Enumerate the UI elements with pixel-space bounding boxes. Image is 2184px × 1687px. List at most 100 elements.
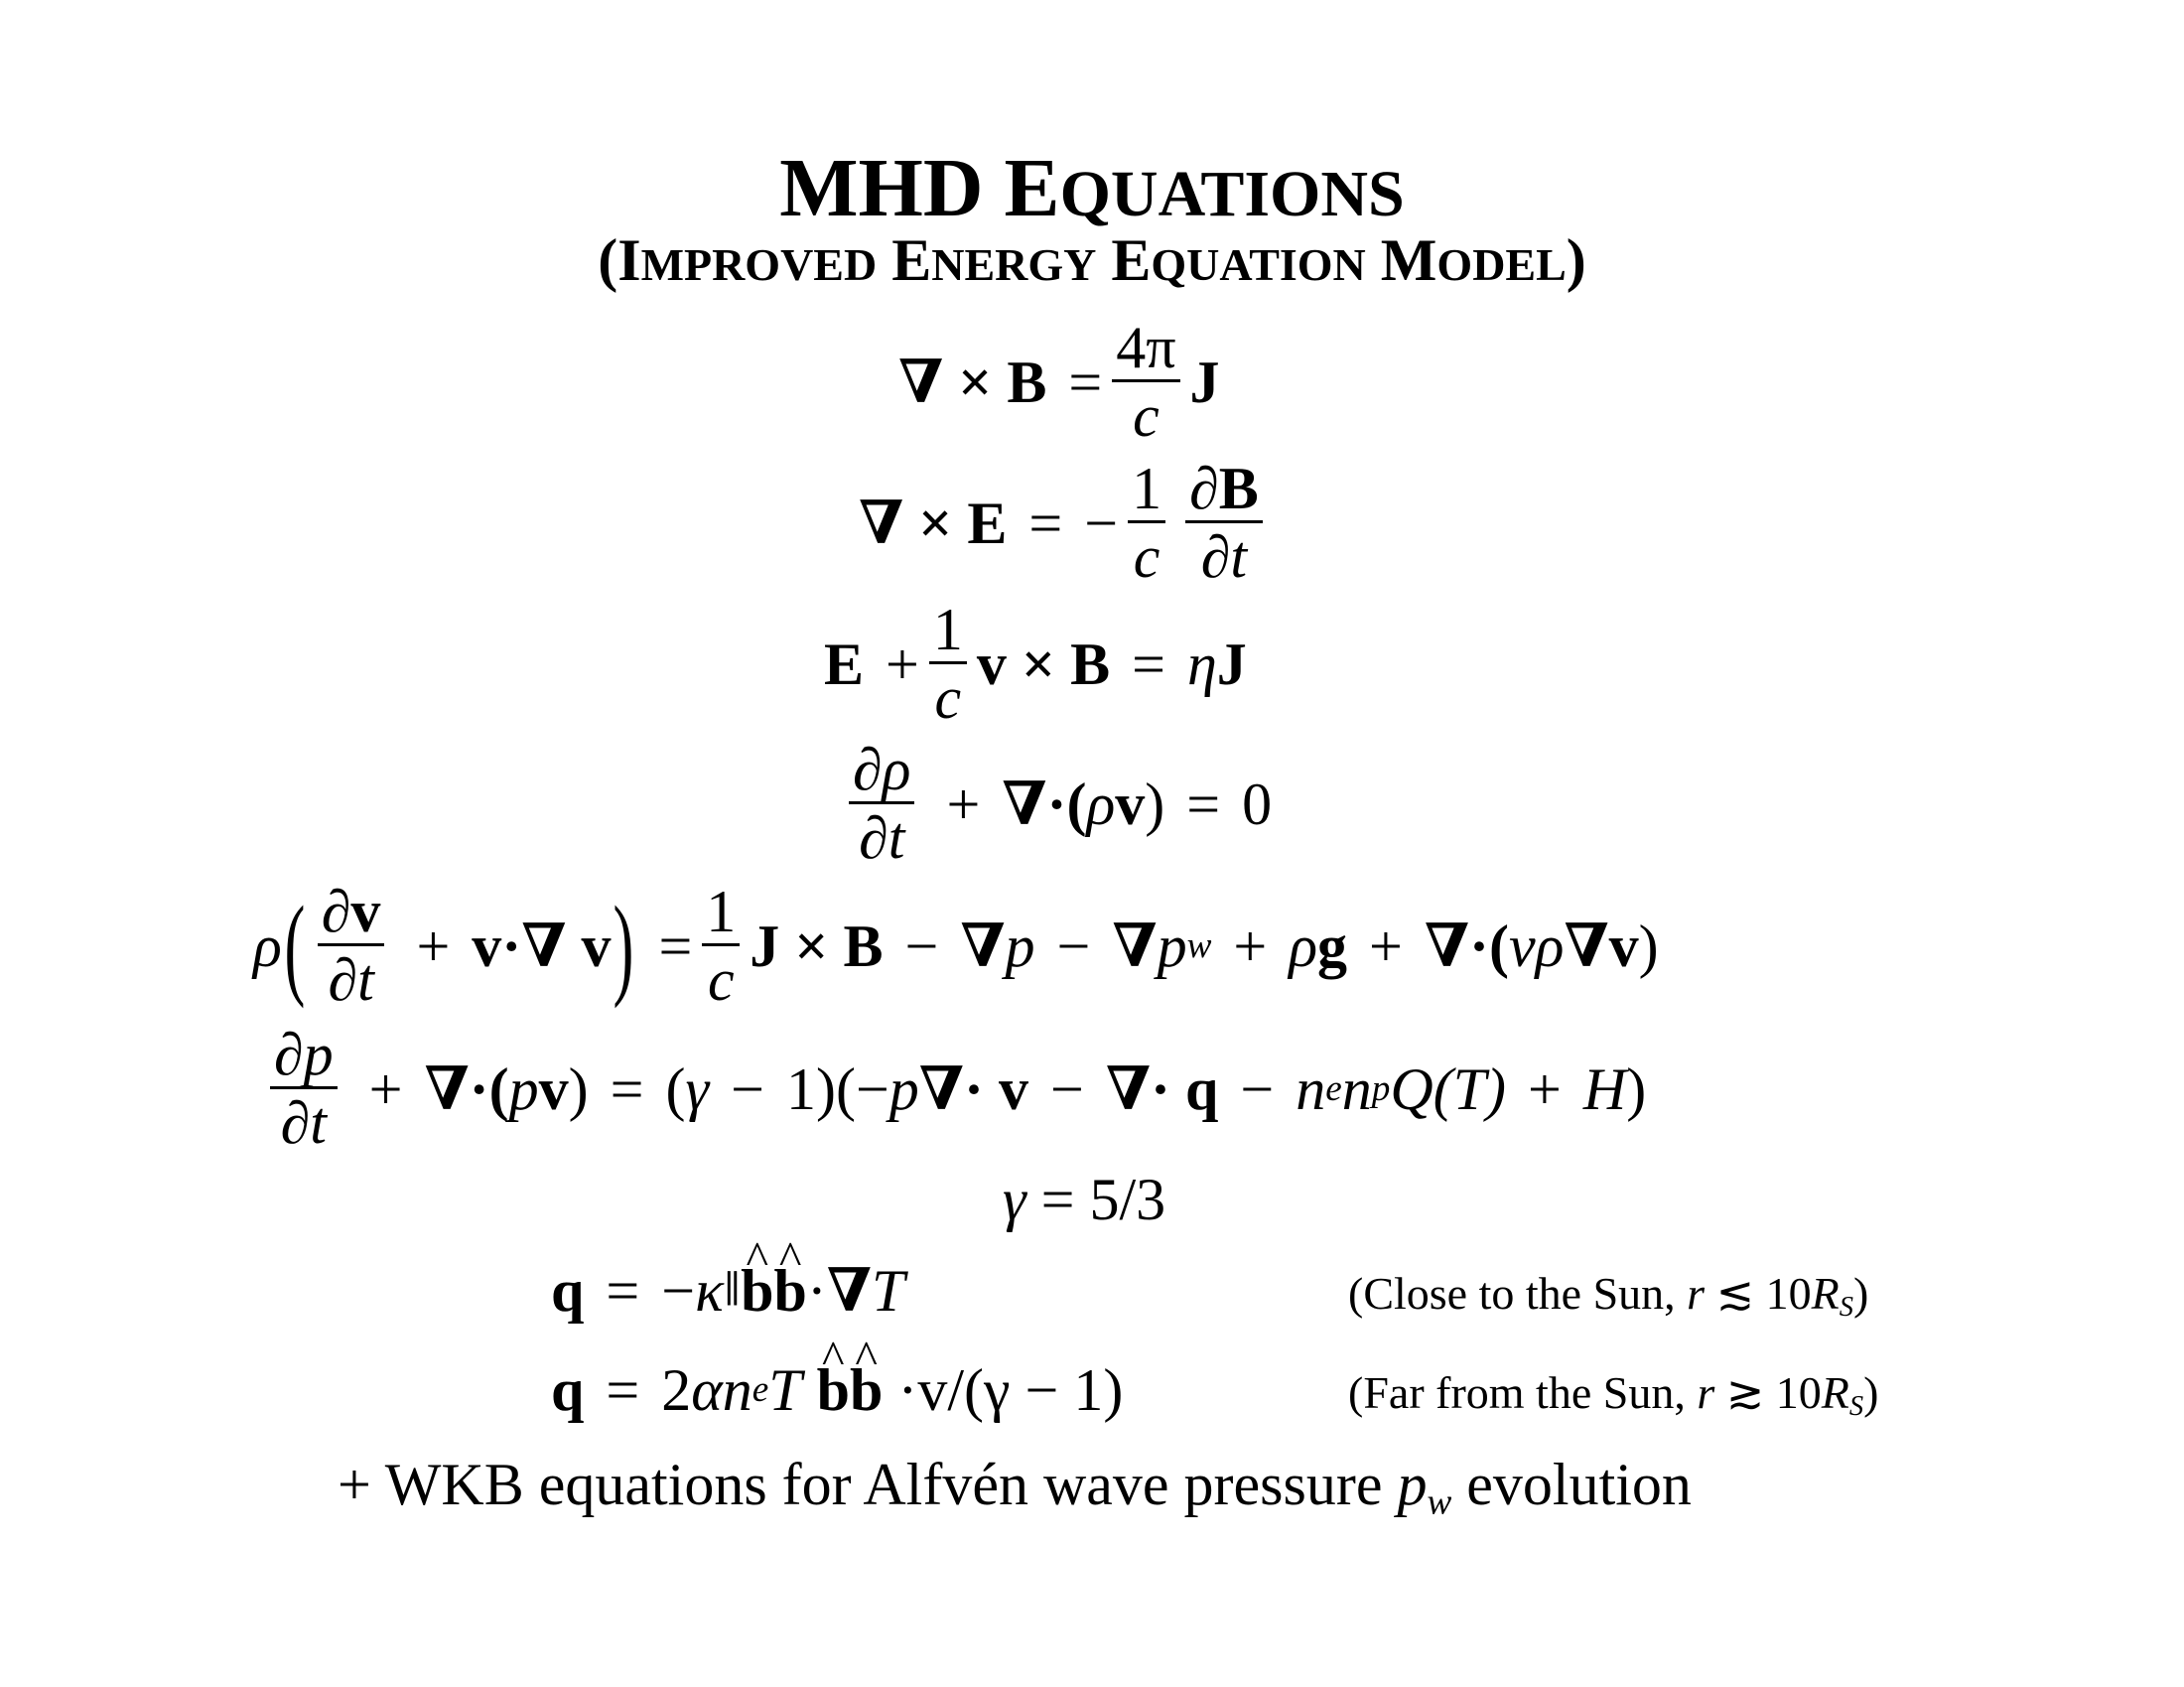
subtitle-part: MPROVED [640,239,878,290]
pressure: p [1005,913,1035,979]
b-hat: b [817,1360,850,1420]
solar-radius-symbol: R [1811,1268,1840,1319]
gradient: ∇ [826,1258,872,1324]
subscript-parallel: ∥ [723,1270,742,1312]
minus-sign: − [731,1055,764,1122]
electron-density: n [1296,1055,1326,1122]
numerator: ∂p [270,1025,338,1089]
fraction: ∂v∂t [317,882,385,1010]
temperature: T [871,1258,905,1324]
eq-sign: = [1132,631,1165,697]
denominator: ∂t [859,805,905,871]
numerator: 1 [1128,459,1166,523]
pressure: p [508,1055,539,1122]
velocity: v [1115,771,1146,837]
plus-sign: + [1233,913,1268,979]
subscript-s: S [1839,1292,1853,1324]
solar-radius-symbol: R [1821,1367,1849,1418]
gradient: ∇ [1112,913,1158,979]
b-hat: b [741,1261,773,1321]
v-cross-b: v × B [976,631,1111,697]
subscript-e: e [751,1369,769,1411]
divergence: ∇·( [1424,913,1510,979]
note-text: ≲ 10 [1705,1268,1812,1319]
subscript-p: p [1371,1067,1391,1109]
density: n [722,1357,752,1423]
plus-sign: + [368,1055,403,1122]
close-paren: ) [1145,771,1165,837]
minus-sign: − [1240,1055,1275,1122]
equation-heat-flux-near: q = −κ∥bb·∇T [551,1261,904,1321]
plus-sign: + [946,771,981,837]
subtitle-part: QUATION [1151,239,1366,290]
fraction: ∂ρ∂t [849,740,915,871]
subscript-s: S [1848,1391,1864,1423]
minus-sign: − [855,1055,889,1122]
divergence: ∇·( [1002,771,1087,837]
eq-sign: = [1186,771,1221,837]
subtitle-part: (I [598,227,641,293]
gamma-symbol: γ [685,1055,710,1122]
eq-sign: = [1068,349,1103,415]
numerator: ∂v [317,882,385,946]
lorentz-force: J × B [750,913,884,979]
e-field: E [824,631,865,697]
subtitle-part: E [1096,227,1152,293]
current-j: J [1216,631,1247,697]
heat-flux: q [551,1357,585,1423]
open-paren: ( [284,882,306,1009]
fraction: ∂B∂t [1185,459,1263,587]
div-q: ∇· q [1105,1055,1219,1122]
note-close-to-sun: (Close to the Sun, r ≲ 10RS) [1348,1271,1868,1323]
subtitle-part: NERGY [931,239,1097,290]
close-paren: ) [568,1055,589,1122]
eq-sign: = [610,1055,644,1122]
denominator: ∂t [280,1090,327,1156]
note-text: ≳ 10 [1714,1367,1822,1418]
divergence: ∇·( [424,1055,509,1122]
velocity: v [538,1055,569,1122]
minus-sign: − [1084,490,1119,556]
open-paren: ( [665,1055,686,1122]
subtitle-part: M [1365,227,1437,293]
denominator: c [934,665,962,731]
close-paren: ) [1626,1055,1647,1122]
coefficient: 2 [661,1357,692,1423]
footer-text: + WKB equations for Alfvén wave pressure [338,1452,1398,1517]
gradient: ∇ [960,913,1006,979]
footer-text: evolution [1451,1452,1692,1517]
proton-density: n [1341,1055,1372,1122]
plus-sign: + [416,913,451,979]
one: 1) [785,1055,836,1122]
alpha-symbol: α [691,1357,723,1423]
close-paren: ) [1638,913,1659,979]
heat-flux: q [551,1258,585,1324]
title-part: QUATIONS [1059,158,1405,230]
b-hat: b [773,1261,806,1321]
equation-gamma: γ = 5/3 [1003,1170,1165,1229]
minus-sign: − [904,913,939,979]
kappa-symbol: κ [695,1258,724,1324]
wave-pressure: p [1397,1452,1428,1517]
eq-sign: = [606,1357,640,1423]
subtitle-part: ODEL [1436,239,1567,290]
plus-sign: + [1528,1055,1562,1122]
numerator: 4π [1112,318,1180,382]
gamma-value: = 5/3 [1040,1167,1166,1232]
zero: 0 [1242,771,1273,837]
subscript-w: w [1186,924,1212,966]
plus-sign: + [1369,913,1403,979]
note-text: ) [1863,1367,1879,1418]
radius-symbol: r [1687,1268,1706,1319]
denominator: c [707,947,735,1013]
gamma-symbol: γ [1003,1167,1026,1232]
